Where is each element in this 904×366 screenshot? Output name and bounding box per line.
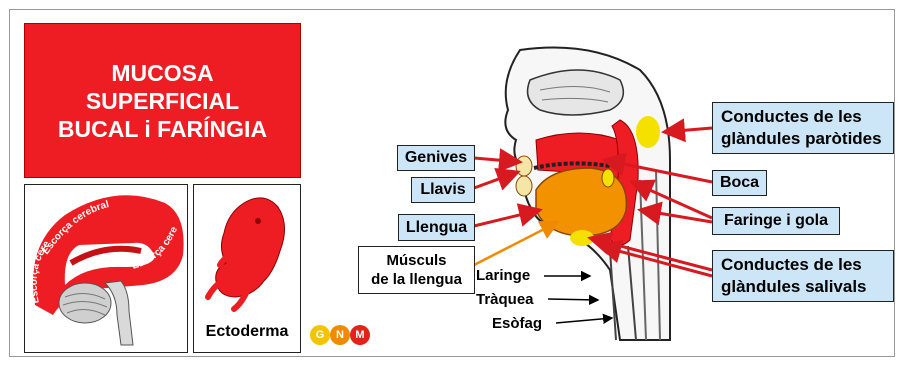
arrow-traquea (548, 299, 598, 300)
label-esofag: Esòfag (492, 315, 542, 332)
label-musculs: Músculs de la llengua (358, 246, 475, 294)
label-salivals: Conductes de les glàndules salivals (712, 250, 894, 302)
arrow-llengua (474, 210, 540, 226)
arrow-musculs (474, 222, 558, 265)
arrow-parotides (664, 128, 712, 132)
arrow-salivals-1 (590, 238, 712, 270)
label-llavis: Llavis (411, 177, 475, 203)
label-llengua: Llengua (398, 214, 475, 241)
arrow-esofag (556, 318, 612, 323)
arrow-boca (604, 160, 712, 182)
label-boca: Boca (712, 170, 767, 196)
label-laringe: Laringe (476, 267, 530, 284)
label-genives: Genives (397, 145, 475, 171)
label-traquea: Tràquea (476, 291, 534, 308)
arrow-genives (474, 158, 520, 162)
label-parotides: Conductes de les glàndules paròtides (712, 102, 894, 154)
arrow-llavis (474, 172, 518, 188)
arrow-salivals-2 (600, 246, 712, 276)
label-faringe: Faringe i gola (712, 207, 840, 235)
arrow-faringe-1 (632, 182, 712, 218)
